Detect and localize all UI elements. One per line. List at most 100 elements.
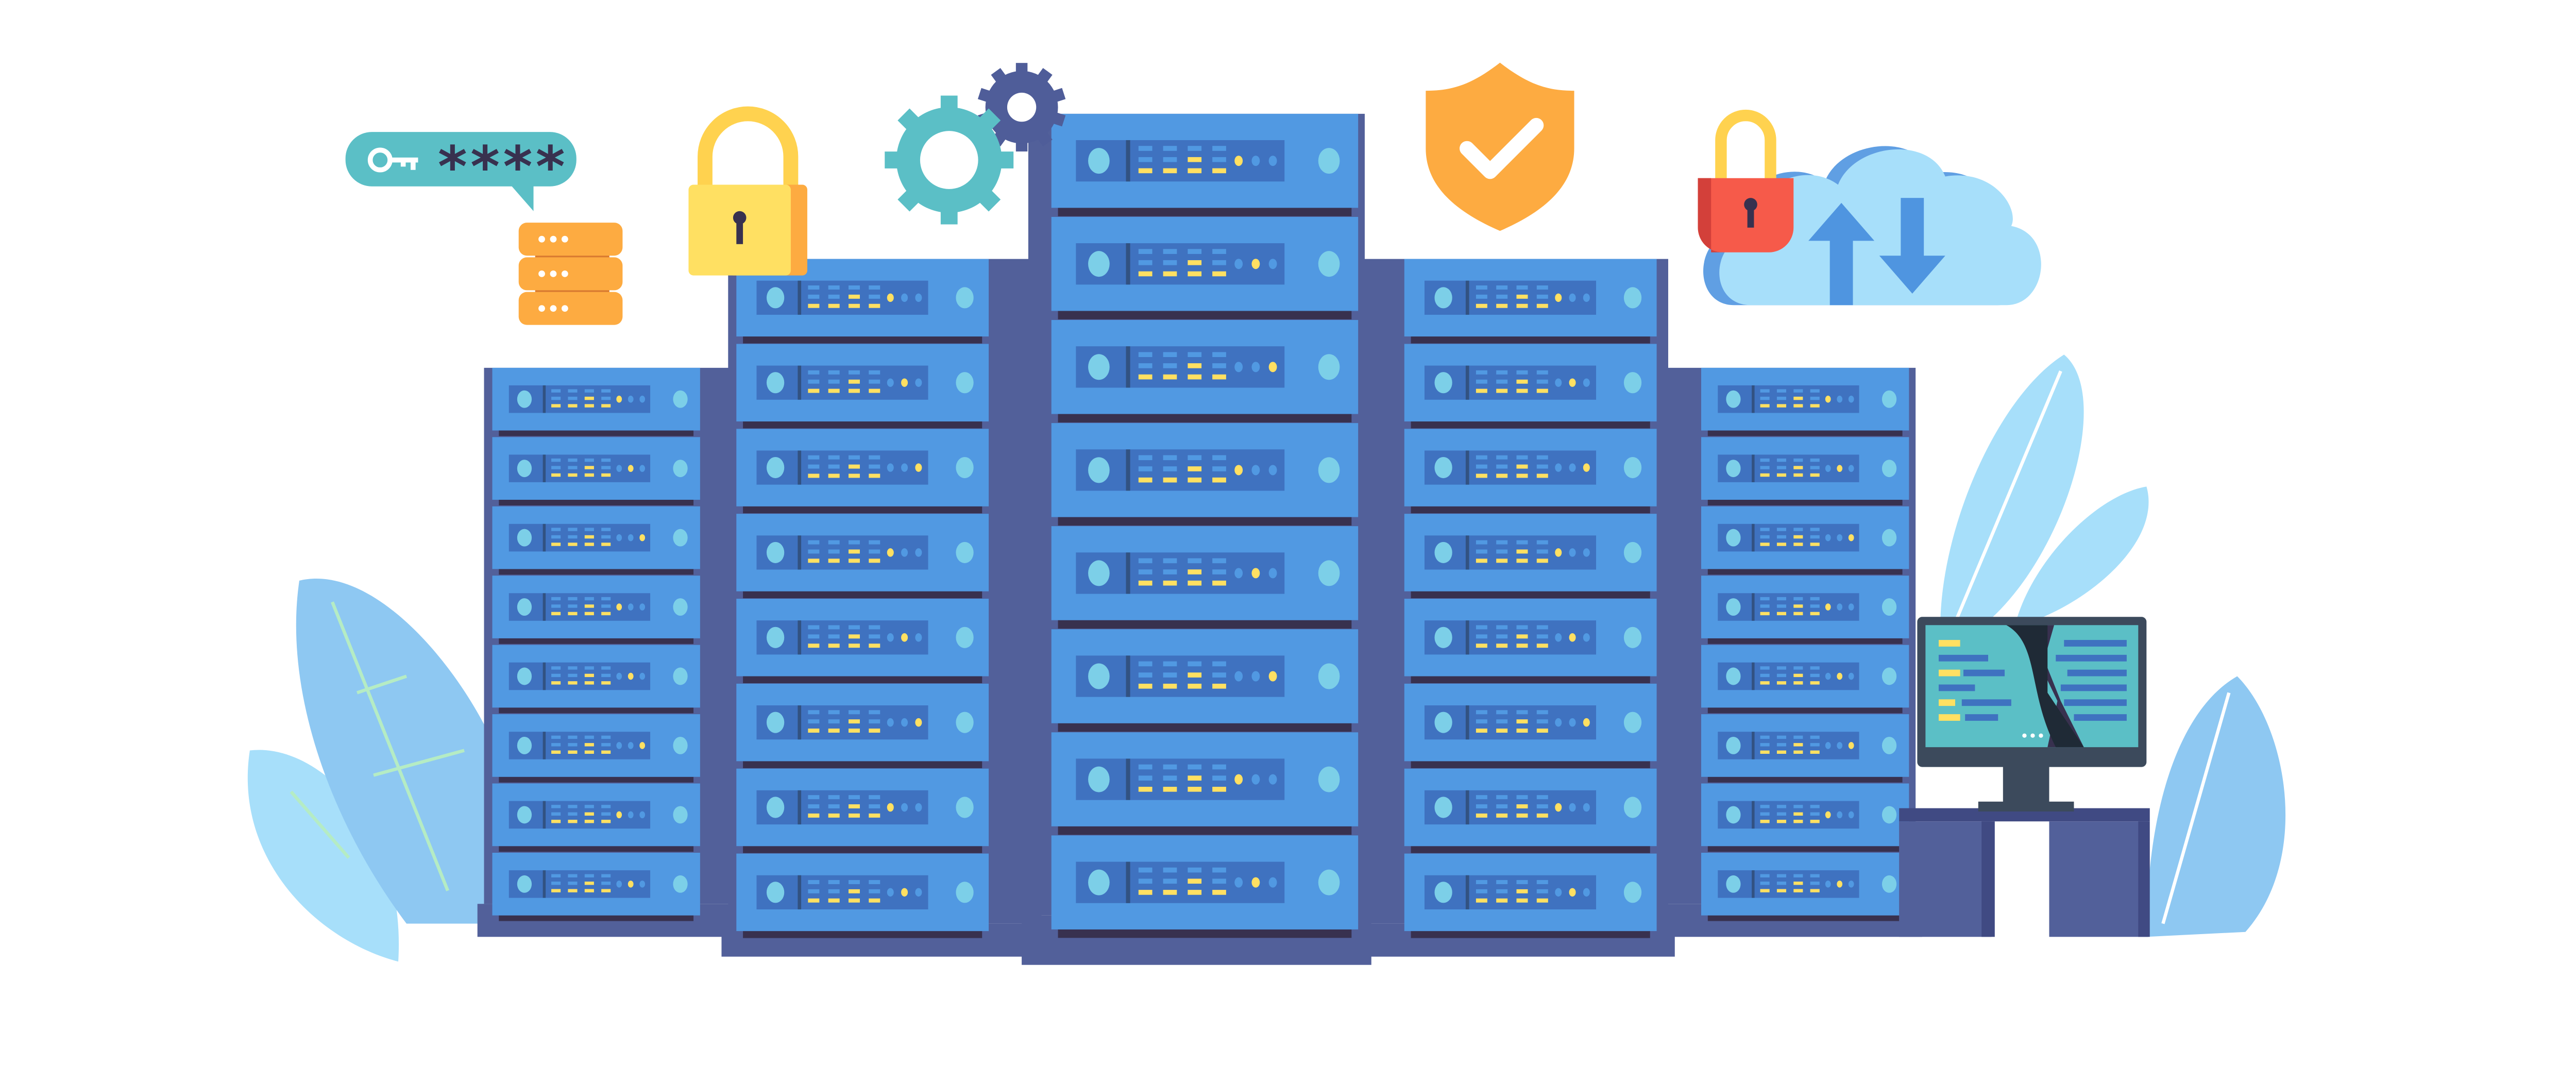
status-led xyxy=(616,672,622,680)
unit-panel xyxy=(1424,875,1597,909)
status-bar xyxy=(1536,710,1548,715)
password-bubble: **** xyxy=(345,132,577,211)
unit-gap xyxy=(743,591,982,599)
status-bar xyxy=(1476,898,1487,903)
status-bar xyxy=(1163,558,1177,564)
status-bar xyxy=(1516,795,1528,800)
status-bar xyxy=(1776,805,1787,808)
knob xyxy=(1726,737,1741,754)
status-bar xyxy=(828,464,840,469)
unit-divider xyxy=(1126,449,1130,491)
status-bar xyxy=(1163,672,1177,678)
status-bar xyxy=(1476,625,1487,630)
status-bar xyxy=(1516,388,1528,393)
status-led xyxy=(1569,888,1576,897)
status-bar xyxy=(1188,569,1202,574)
knob xyxy=(517,460,532,478)
knob xyxy=(1726,598,1741,616)
unit-panel xyxy=(1718,801,1859,829)
status-bar xyxy=(1793,820,1803,823)
status-bar xyxy=(601,820,611,823)
status-bar xyxy=(1776,882,1787,885)
unit-gap xyxy=(499,846,694,852)
unit-divider xyxy=(1752,593,1755,621)
knob xyxy=(956,627,974,648)
status-bar xyxy=(1810,404,1820,408)
status-led xyxy=(887,293,894,302)
unit-gap xyxy=(743,336,982,344)
status-bar xyxy=(584,805,594,808)
knob xyxy=(766,882,785,903)
status-bar xyxy=(1810,604,1820,608)
status-bar xyxy=(1476,455,1487,460)
status-bar xyxy=(848,710,860,715)
status-led xyxy=(1825,603,1831,611)
status-bar xyxy=(601,750,611,754)
status-led xyxy=(1848,881,1854,888)
knob xyxy=(1088,148,1110,174)
status-bar xyxy=(828,880,840,884)
status-bar xyxy=(1138,661,1153,667)
status-led xyxy=(901,803,908,812)
knob xyxy=(1434,457,1452,479)
status-bar xyxy=(551,612,561,616)
unit-panel xyxy=(509,662,651,690)
status-bar xyxy=(1760,389,1770,393)
status-bar xyxy=(568,604,578,608)
status-led xyxy=(1583,718,1590,727)
status-bar xyxy=(1760,735,1770,739)
status-bar xyxy=(1536,294,1548,299)
unit-gap xyxy=(499,776,694,783)
status-bar xyxy=(1810,473,1820,477)
status-bar xyxy=(808,719,820,724)
status-bar xyxy=(1536,370,1548,375)
status-bar xyxy=(1536,464,1548,469)
status-bar xyxy=(869,303,880,308)
status-bar xyxy=(848,559,860,563)
status-led xyxy=(1569,378,1576,387)
status-led xyxy=(1555,633,1562,642)
status-bar xyxy=(1138,168,1153,174)
status-bar xyxy=(808,549,820,554)
leaf-front-left xyxy=(296,578,506,924)
status-led xyxy=(1583,888,1590,897)
status-bar xyxy=(1496,455,1508,460)
unit-divider xyxy=(798,535,802,570)
status-bar xyxy=(1760,673,1770,678)
status-bar xyxy=(568,466,578,469)
server-unit xyxy=(1051,216,1359,319)
knob xyxy=(1623,627,1642,648)
status-bar xyxy=(1163,764,1177,770)
knob xyxy=(673,737,688,754)
status-led xyxy=(887,633,894,642)
status-led xyxy=(639,395,646,403)
server-unit xyxy=(1701,506,1909,575)
status-bar xyxy=(828,795,840,800)
status-bar xyxy=(808,889,820,893)
status-bar xyxy=(601,889,611,892)
unit-panel xyxy=(509,593,651,621)
knob xyxy=(1088,354,1110,380)
status-bar xyxy=(1212,455,1226,461)
status-bar xyxy=(1188,580,1202,586)
status-led xyxy=(915,293,922,302)
unit-panel xyxy=(756,535,928,570)
status-bar xyxy=(1163,271,1177,277)
status-led xyxy=(1234,259,1243,269)
status-bar xyxy=(568,889,578,892)
status-bar xyxy=(1536,898,1548,903)
status-bar xyxy=(808,644,820,648)
status-bar xyxy=(848,634,860,639)
status-led xyxy=(1251,568,1260,579)
status-bar xyxy=(1496,540,1508,545)
rack-far-right xyxy=(1653,367,1922,937)
status-led xyxy=(1251,362,1260,373)
status-bar xyxy=(869,549,880,554)
status-led xyxy=(628,395,634,403)
gear-hole xyxy=(1007,92,1037,122)
status-led xyxy=(1234,362,1243,373)
status-bar xyxy=(1496,729,1508,733)
unit-gap xyxy=(499,499,694,505)
status-bar xyxy=(601,681,611,685)
status-bar xyxy=(1760,889,1770,892)
